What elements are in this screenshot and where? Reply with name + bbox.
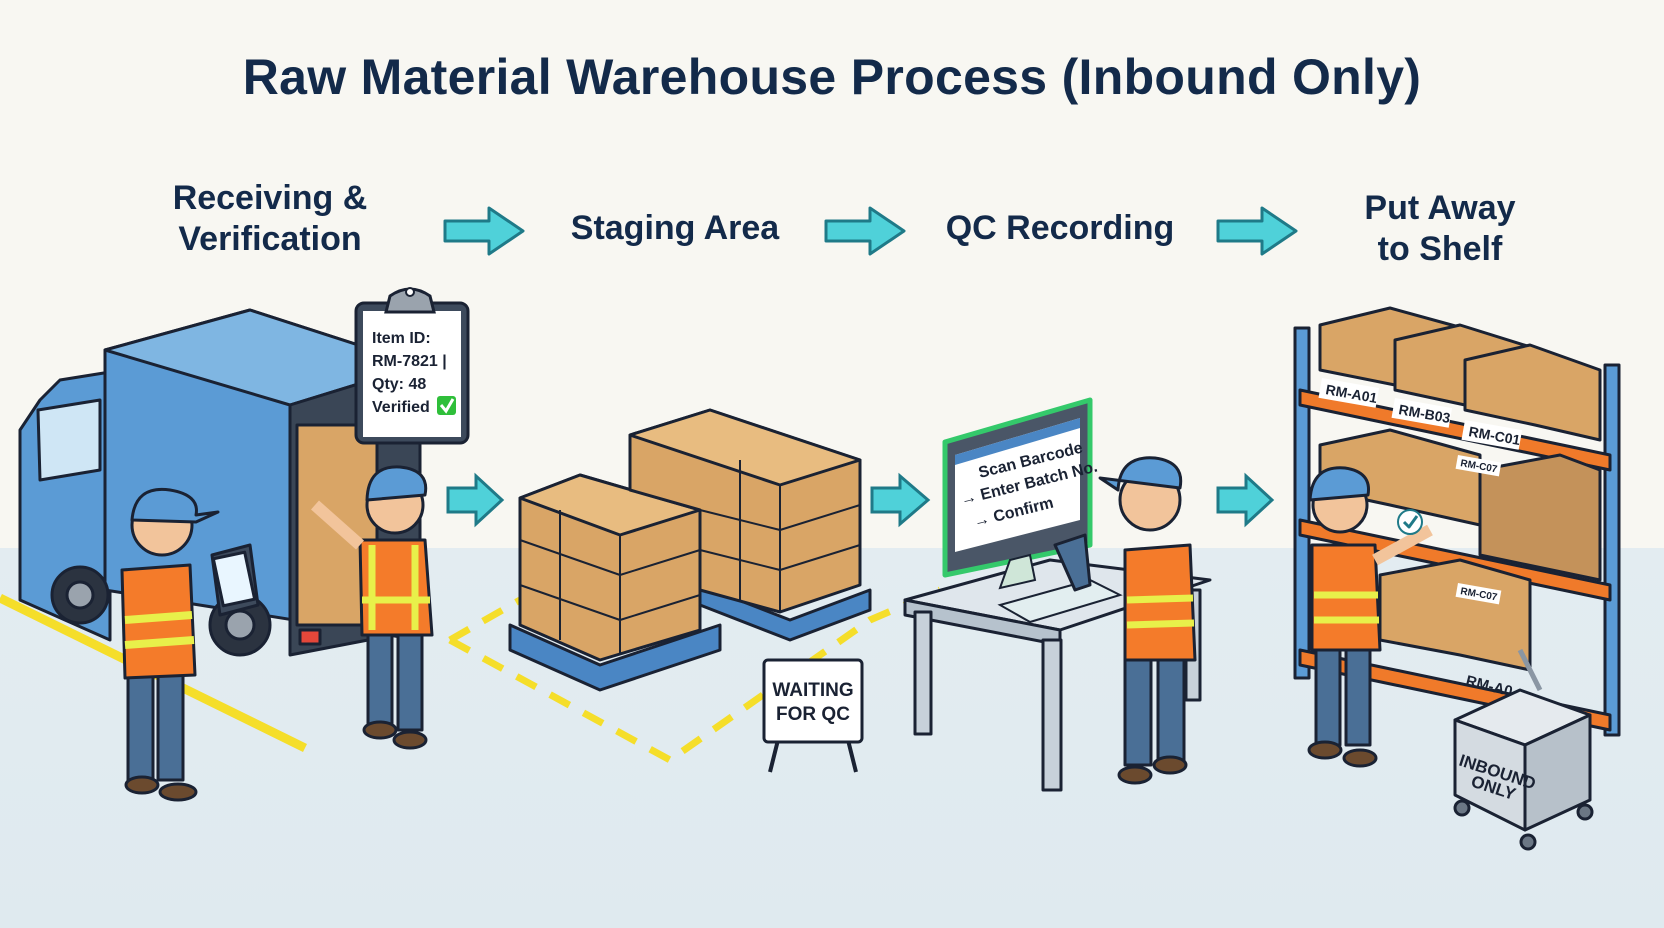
clipboard-item-id-value: RM-7821 | <box>372 353 447 370</box>
worker-qc-scanner <box>1053 456 1197 785</box>
step-putaway-line2: to Shelf <box>1377 230 1503 268</box>
pallet-stack-front <box>508 473 722 692</box>
sign-line1: WAITING <box>772 680 853 701</box>
pallet-stack-back <box>628 408 872 642</box>
check-icon <box>437 396 456 415</box>
step-putaway-line1: Put Away <box>1364 189 1516 227</box>
inbound-cart: INBOUND ONLY <box>1453 648 1594 851</box>
flow-arrow-icon <box>446 472 505 528</box>
flow-arrow-icon <box>1216 206 1298 256</box>
delivery-truck <box>18 308 422 657</box>
shelf-labels: RM-A01 RM-B03 RM-C01 RM-C07 RM-C07 RM-A0 <box>1318 378 1523 700</box>
step-staging-line1: Staging Area <box>570 209 780 247</box>
page-title: Raw Material Warehouse Process (Inbound … <box>242 49 1422 105</box>
waiting-for-qc-sign: WAITING FOR QC <box>762 658 864 773</box>
verification-clipboard: Item ID: RM-7821 | Qty: 48 Verified <box>354 287 470 445</box>
clipboard-qty: Qty: 48 <box>372 376 426 393</box>
clipboard-verified: Verified <box>372 399 430 416</box>
step-receiving-line2: Verification <box>178 220 362 258</box>
step-receiving-label: Receiving & Verification <box>150 178 390 260</box>
qc-monitor: Scan Barcode → Enter Batch No. → Confirm <box>942 397 1099 590</box>
flow-arrow-icon <box>443 206 525 256</box>
worker-receiving-pointing <box>311 465 434 750</box>
step-qc-label: QC Recording <box>920 208 1200 249</box>
worker-putaway <box>1307 466 1433 768</box>
flow-arrow-icon <box>870 472 931 528</box>
step-staging-label: Staging Area <box>540 208 810 249</box>
storage-rack <box>1293 306 1621 737</box>
flow-arrow-icon <box>1216 472 1275 528</box>
worker-receiving-tablet <box>120 487 260 802</box>
flow-arrow-icon <box>824 206 906 256</box>
step-receiving-line1: Receiving & <box>172 179 368 217</box>
keyboard-icon <box>997 578 1123 624</box>
step-putaway-label: Put Away to Shelf <box>1320 188 1560 270</box>
step-qc-line1: QC Recording <box>945 209 1175 247</box>
sign-line2: FOR QC <box>776 704 850 725</box>
clipboard-item-id-label: Item ID: <box>372 330 431 347</box>
